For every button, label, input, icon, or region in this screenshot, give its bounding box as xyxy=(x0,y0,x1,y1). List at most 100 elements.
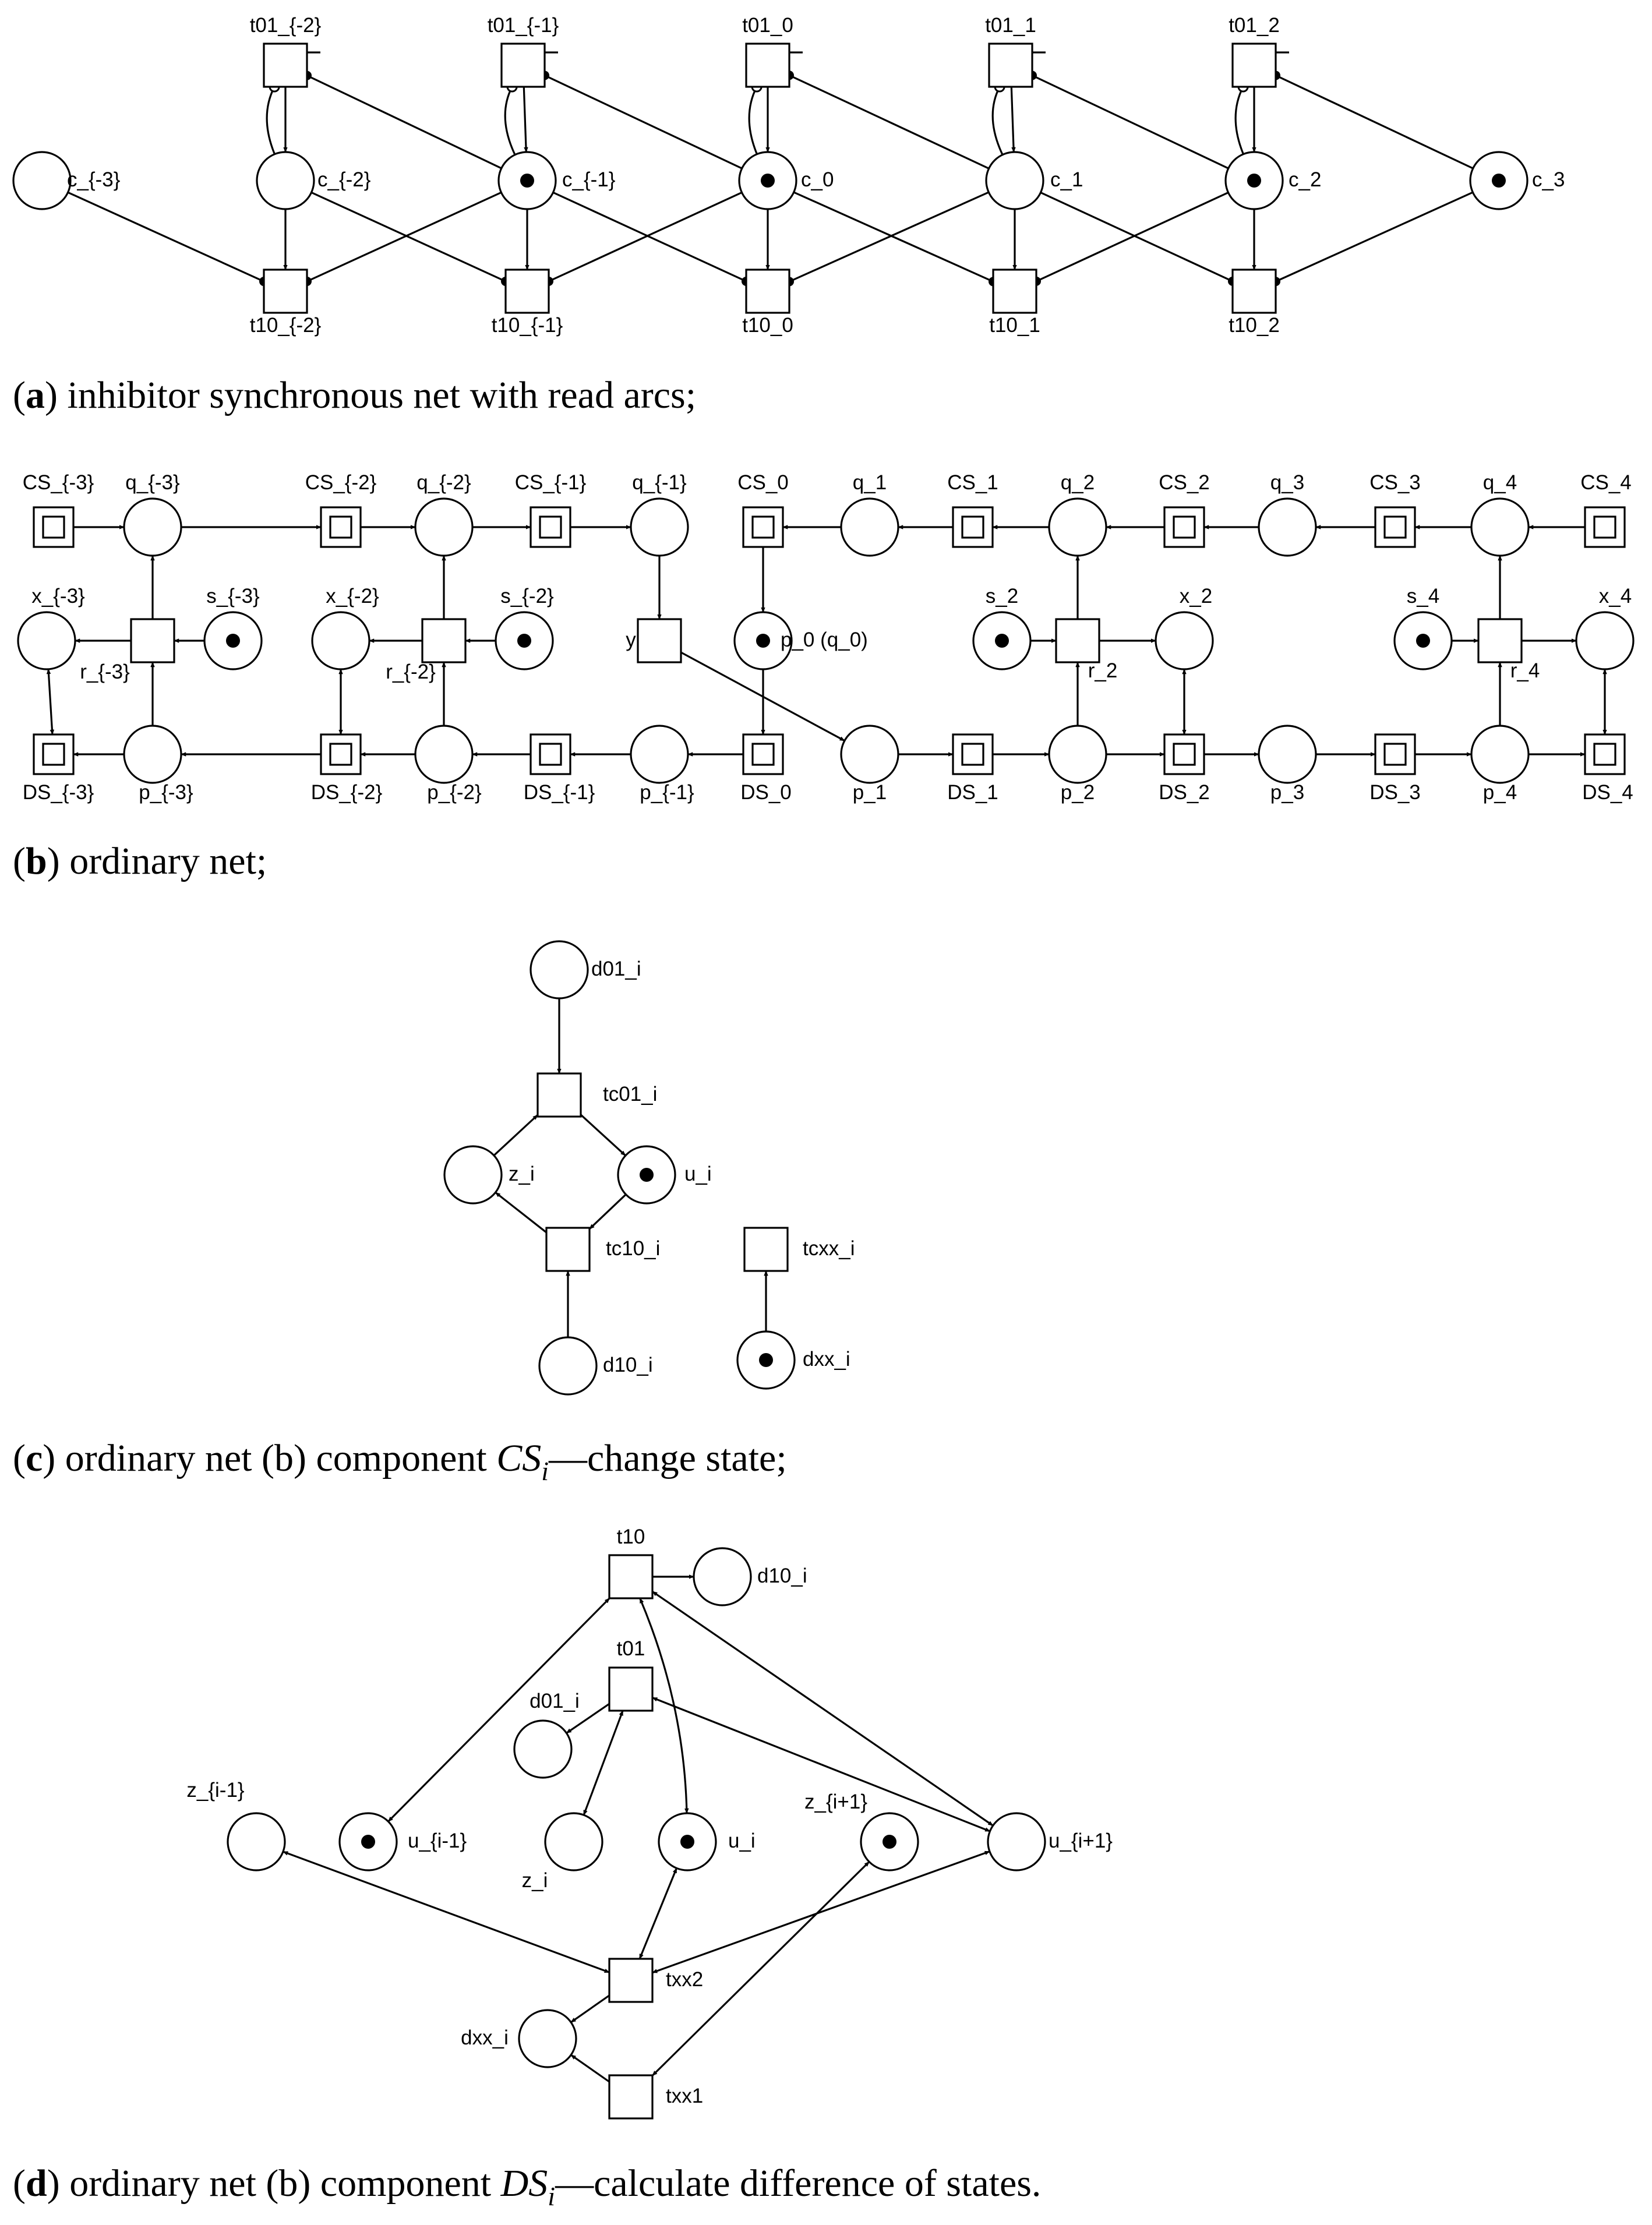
caption-open-paren: ( xyxy=(13,374,26,416)
place-x_2 xyxy=(1155,611,1214,670)
label-t01_m2: t01_{-2} xyxy=(250,14,322,37)
transition-t01_0 xyxy=(745,43,790,88)
label-q_3: q_3 xyxy=(1270,471,1304,494)
label-p_3: p_3 xyxy=(1270,781,1304,804)
label-t01: t01 xyxy=(617,1637,645,1660)
label-dxx_i: dxx_i xyxy=(461,2026,509,2049)
caption-text: ordinary net (b) component xyxy=(55,1437,496,1479)
transition-txx1 xyxy=(608,2074,654,2120)
label-p_m2: p_{-2} xyxy=(427,781,482,804)
label-t10_1: t10_1 xyxy=(989,314,1040,337)
place-q_1 xyxy=(840,497,899,557)
label-s_2: s_2 xyxy=(986,585,1018,608)
label-c_1: c_1 xyxy=(1050,168,1083,191)
label-p_m3: p_{-3} xyxy=(139,781,193,804)
component-inner-box xyxy=(961,743,984,766)
caption-math-sub: i xyxy=(548,2181,555,2211)
arc-t01_1-c_1 xyxy=(1010,86,1016,153)
arc-txx2-dxx_i xyxy=(570,1994,610,2023)
label-p_1: p_1 xyxy=(853,781,887,804)
label-tc10_i: tc10_i xyxy=(606,1237,660,1260)
label-c_m1: c_{-1} xyxy=(562,168,616,191)
component-inner-box xyxy=(751,743,775,766)
caption-close-paren: ) xyxy=(47,840,60,882)
place-q_4 xyxy=(1470,497,1530,557)
label-t01_m1: t01_{-1} xyxy=(488,14,559,37)
arc-txx2-u_ip1 xyxy=(652,1850,990,1974)
transition-t10_2 xyxy=(1231,269,1277,314)
arc-txx1-z_ip1 xyxy=(651,1861,870,2076)
label-CS_0: CS_0 xyxy=(737,471,789,494)
label-x_2: x_2 xyxy=(1180,585,1212,608)
label-u_im1: u_{i-1} xyxy=(408,1830,467,1852)
label-t10_m2: t10_{-2} xyxy=(250,314,322,337)
label-CS_3: CS_3 xyxy=(1369,471,1421,494)
place-c_m3 xyxy=(12,151,72,210)
arc-txx2-u_i xyxy=(638,1867,677,1959)
label-q_2: q_2 xyxy=(1061,471,1095,494)
label-x_m2: x_{-2} xyxy=(326,585,379,608)
place-c_1 xyxy=(985,151,1044,210)
transition-t01_1 xyxy=(988,43,1033,88)
token-dot xyxy=(361,1835,375,1849)
label-d10_i: d10_i xyxy=(603,1354,653,1376)
arc-c_0-t10_m1 xyxy=(548,192,743,282)
transition-t01_m2 xyxy=(263,43,308,88)
arc-c_2-t10_1 xyxy=(1036,192,1229,282)
label-DS_m2: DS_{-2} xyxy=(311,781,383,804)
arc-c_2-t01_2 xyxy=(1234,86,1244,155)
component-inner-box xyxy=(751,515,775,539)
transition-r_4 xyxy=(1477,618,1523,663)
transition-tc01_i xyxy=(536,1072,582,1118)
label-txx2: txx2 xyxy=(666,1968,703,1991)
label-s_4: s_4 xyxy=(1407,585,1439,608)
place-p_m3 xyxy=(123,725,182,784)
label-t01_1: t01_1 xyxy=(985,14,1036,37)
label-q_m2: q_{-2} xyxy=(416,471,471,494)
label-p_4: p_4 xyxy=(1483,781,1517,804)
transition-t10 xyxy=(608,1554,654,1599)
arc-t01_m1-c_m1 xyxy=(523,86,528,153)
component-inner-box xyxy=(329,515,352,539)
place-p_4 xyxy=(1470,725,1530,784)
token-dot xyxy=(995,634,1009,648)
caption-a: (a) inhibitor synchronous net with read … xyxy=(13,374,696,416)
label-c_0: c_0 xyxy=(801,168,834,191)
caption-b: (b) ordinary net; xyxy=(13,840,267,882)
label-CS_2: CS_2 xyxy=(1159,471,1210,494)
place-q_2 xyxy=(1048,497,1107,557)
arc-txx2-z_im1 xyxy=(283,1850,610,1973)
arc-c_0-t10_1 xyxy=(793,191,994,282)
arc-c_m1-t10_m2 xyxy=(306,191,502,282)
caption-letter: d xyxy=(26,2162,47,2205)
component-inner-box xyxy=(1383,743,1407,766)
label-q_1: q_1 xyxy=(853,471,887,494)
arc-t01-z_i xyxy=(583,1710,624,1816)
label-d10_i: d10_i xyxy=(757,1564,807,1587)
label-c_2: c_2 xyxy=(1289,168,1321,191)
label-z_ip1: z_{i+1} xyxy=(804,1790,867,1813)
transition-tc10_i xyxy=(545,1227,591,1272)
transition-t01 xyxy=(608,1666,654,1712)
component-inner-box xyxy=(329,743,352,766)
label-u_i: u_i xyxy=(728,1830,756,1852)
place-p_2 xyxy=(1048,725,1107,784)
label-DS_4: DS_4 xyxy=(1582,781,1633,804)
arc-txx1-dxx_i xyxy=(570,2054,610,2083)
label-t10_2: t10_2 xyxy=(1229,314,1280,337)
label-CS_m3: CS_{-3} xyxy=(23,471,94,494)
arc-c_1-t01_1 xyxy=(991,86,1004,156)
label-d01_i: d01_i xyxy=(530,1690,580,1712)
place-d01_i xyxy=(513,1719,573,1779)
place-p_1 xyxy=(840,725,899,784)
caption-math-sub: i xyxy=(541,1456,549,1486)
component-inner-box xyxy=(539,515,562,539)
place-x_m2 xyxy=(311,611,370,670)
label-y: y xyxy=(626,628,636,651)
arc-c_m2-t01_m2 xyxy=(266,86,276,155)
label-p_2: p_2 xyxy=(1061,781,1095,804)
arc-c_0-t01_m1 xyxy=(544,74,743,169)
component-inner-box xyxy=(42,515,65,539)
place-p_m1 xyxy=(630,725,689,784)
place-x_m3 xyxy=(17,611,76,670)
